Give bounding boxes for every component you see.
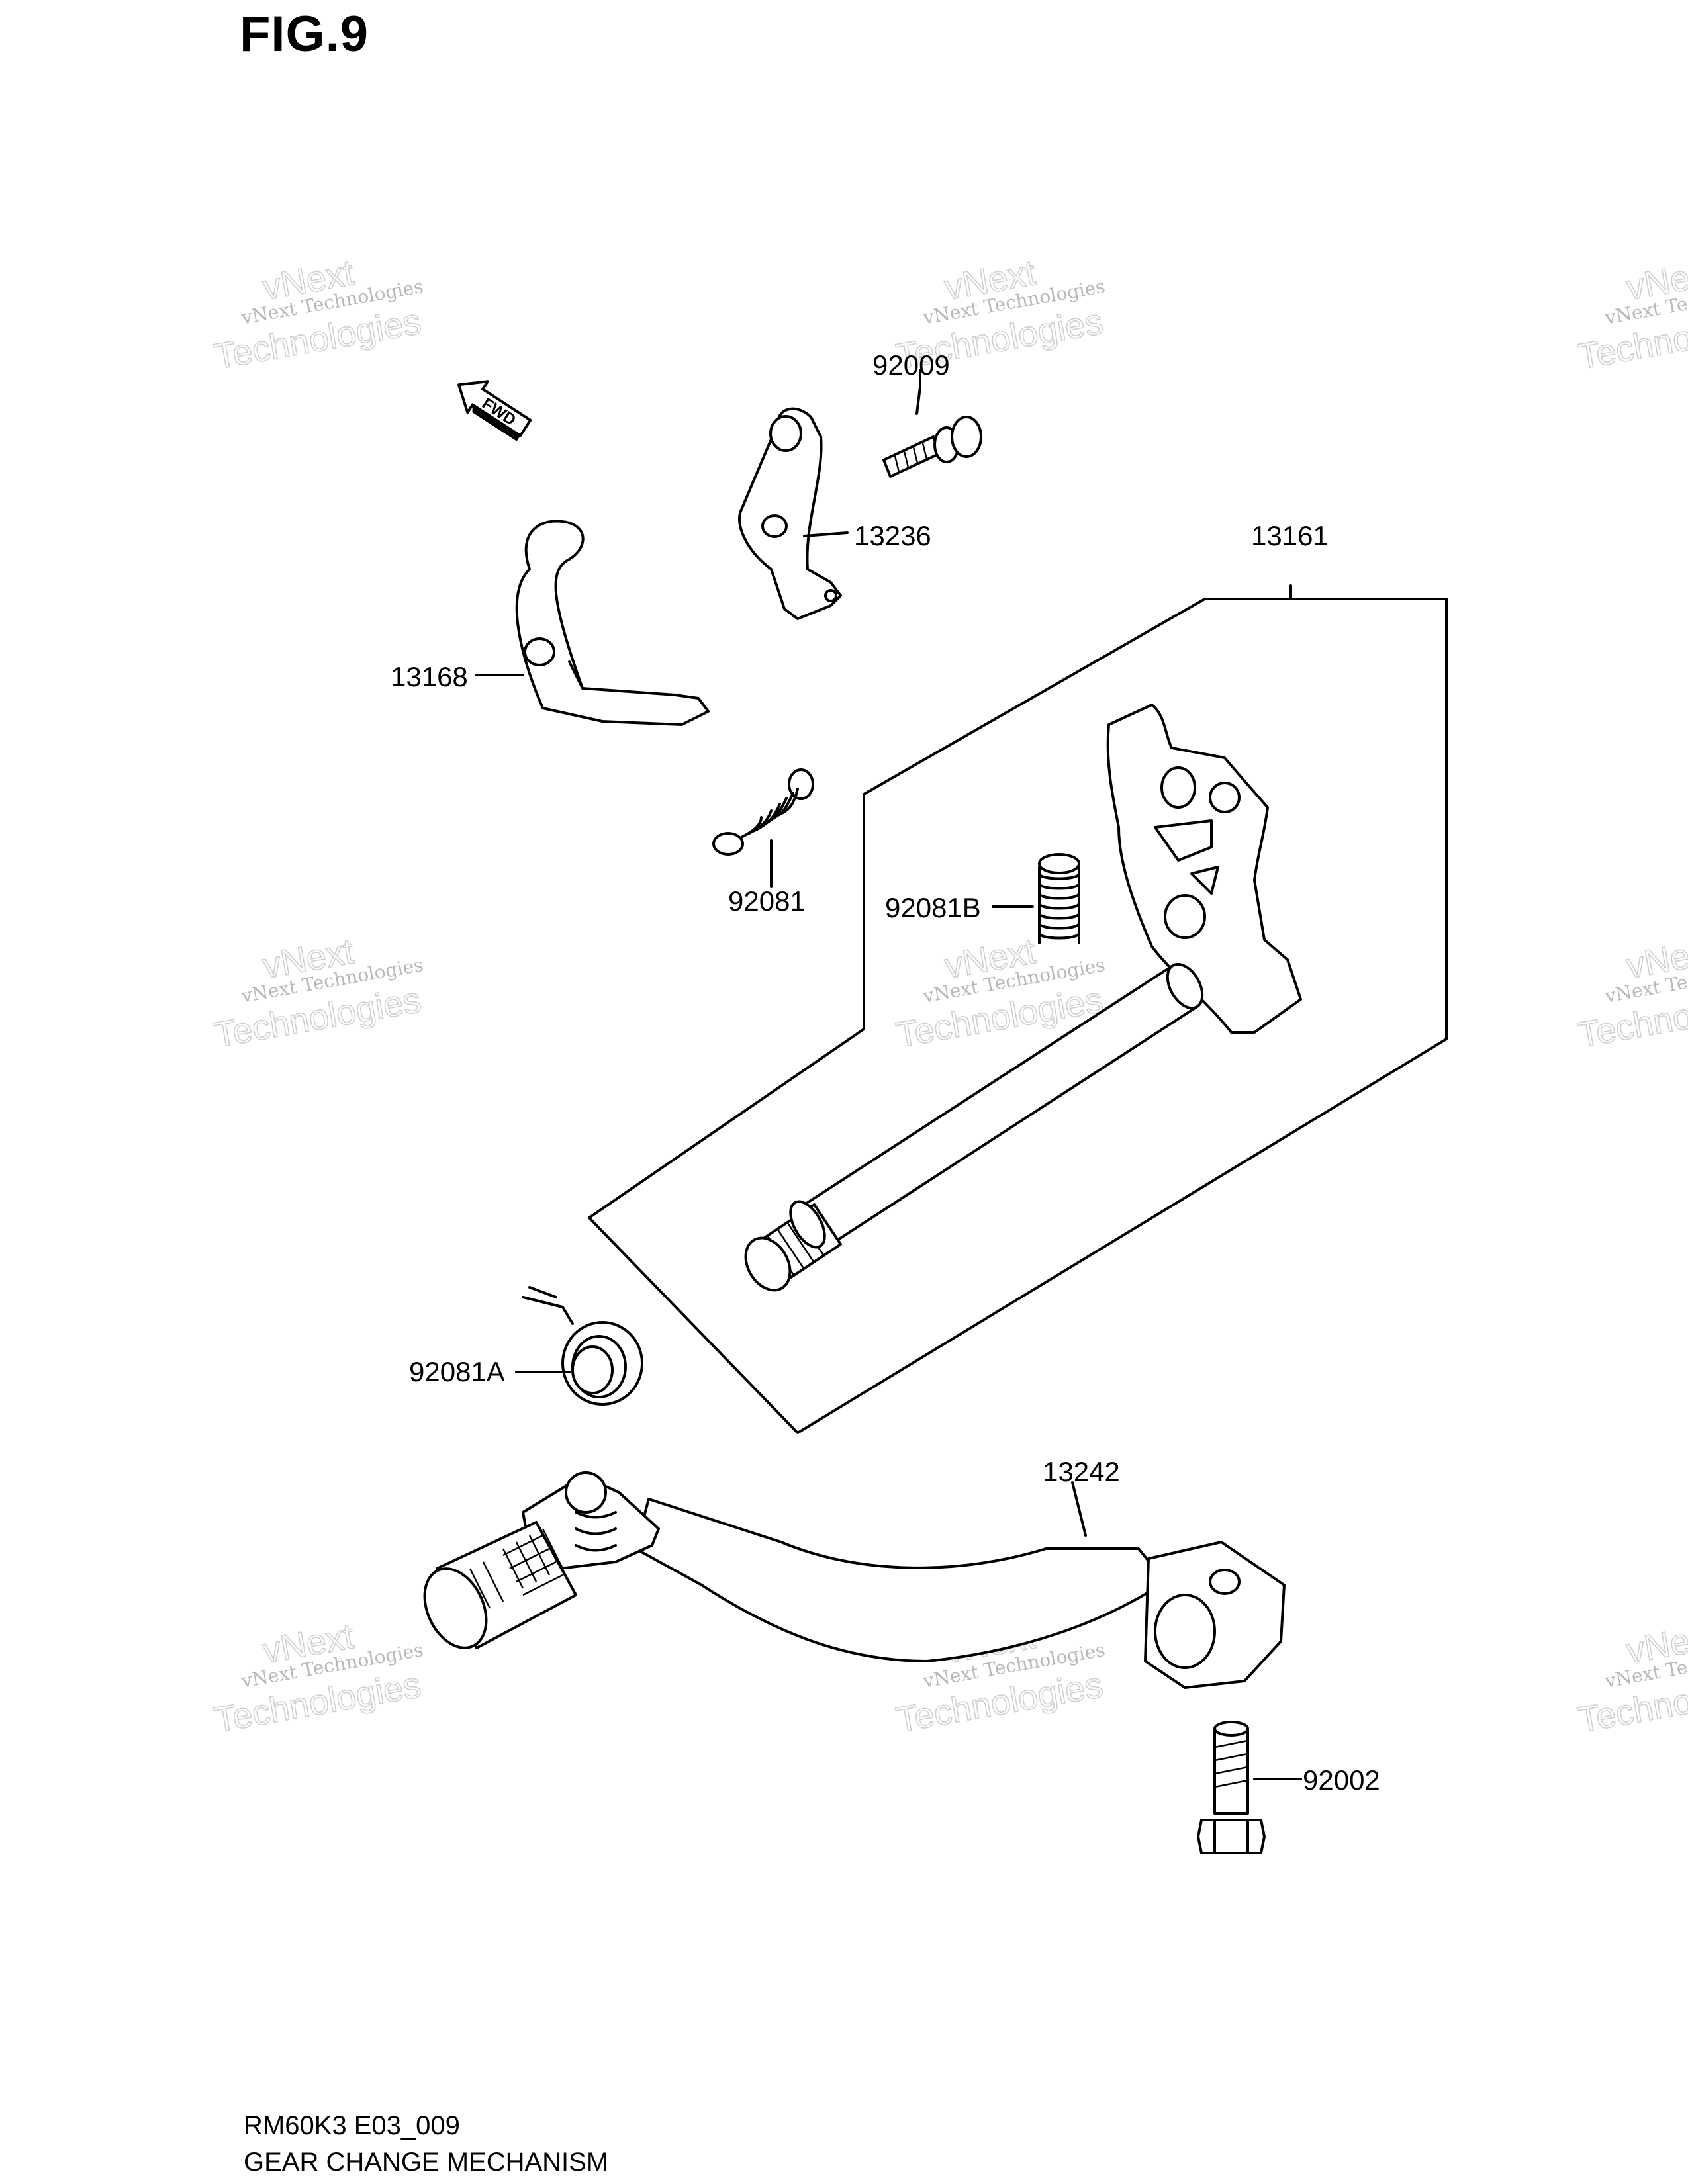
watermark: vNext Technologies vNext Technologies xyxy=(1575,1615,1688,1741)
leader-13236 xyxy=(803,531,849,537)
shift-pawl-plate-icon xyxy=(738,407,842,620)
label-13168: 13168 xyxy=(391,661,468,692)
tension-spring-icon xyxy=(712,768,814,856)
torsion-spring-icon xyxy=(522,1286,643,1406)
compression-spring-icon xyxy=(1038,853,1080,944)
watermark: vNext Technologies vNext Technologies xyxy=(211,1615,425,1741)
diagram-name: GEAR CHANGE MECHANISM xyxy=(244,2148,609,2177)
label-92002: 92002 xyxy=(1303,1764,1380,1796)
watermark: vNext Technologies vNext Technologies xyxy=(1575,931,1688,1056)
figure-title: FIG.9 xyxy=(240,6,369,62)
leader-13242 xyxy=(1071,1481,1087,1537)
shift-shaft-assembly-icon xyxy=(744,704,1302,1292)
label-13236: 13236 xyxy=(854,520,931,551)
label-13242: 13242 xyxy=(1043,1456,1120,1487)
assembly-frame xyxy=(588,598,1448,1434)
shift-pedal-icon xyxy=(423,1471,1286,1689)
label-13161: 13161 xyxy=(1251,520,1329,551)
bolt-icon xyxy=(882,416,982,478)
label-92009: 92009 xyxy=(872,349,950,381)
watermark-group: vNext Technologies vNext Technologies vN… xyxy=(211,252,1688,1741)
watermark: vNext Technologies vNext Technologies xyxy=(211,931,425,1056)
leader-92009 xyxy=(915,369,921,415)
pinch-bolt-icon xyxy=(1197,1721,1266,1854)
watermark: vNext Technologies vNext Technologies xyxy=(211,252,425,377)
diagram-code: RM60K3 E03_009 xyxy=(244,2111,460,2140)
watermark: vNext Technologies vNext Technologies xyxy=(893,252,1107,377)
shift-guide-plate-icon xyxy=(515,520,710,726)
label-92081: 92081 xyxy=(728,886,806,917)
label-92081A: 92081A xyxy=(409,1356,505,1387)
fwd-arrow-icon: FWD xyxy=(457,380,532,441)
watermark: vNext Technologies vNext Technologies xyxy=(1575,252,1688,377)
label-92081B: 92081B xyxy=(885,892,981,923)
